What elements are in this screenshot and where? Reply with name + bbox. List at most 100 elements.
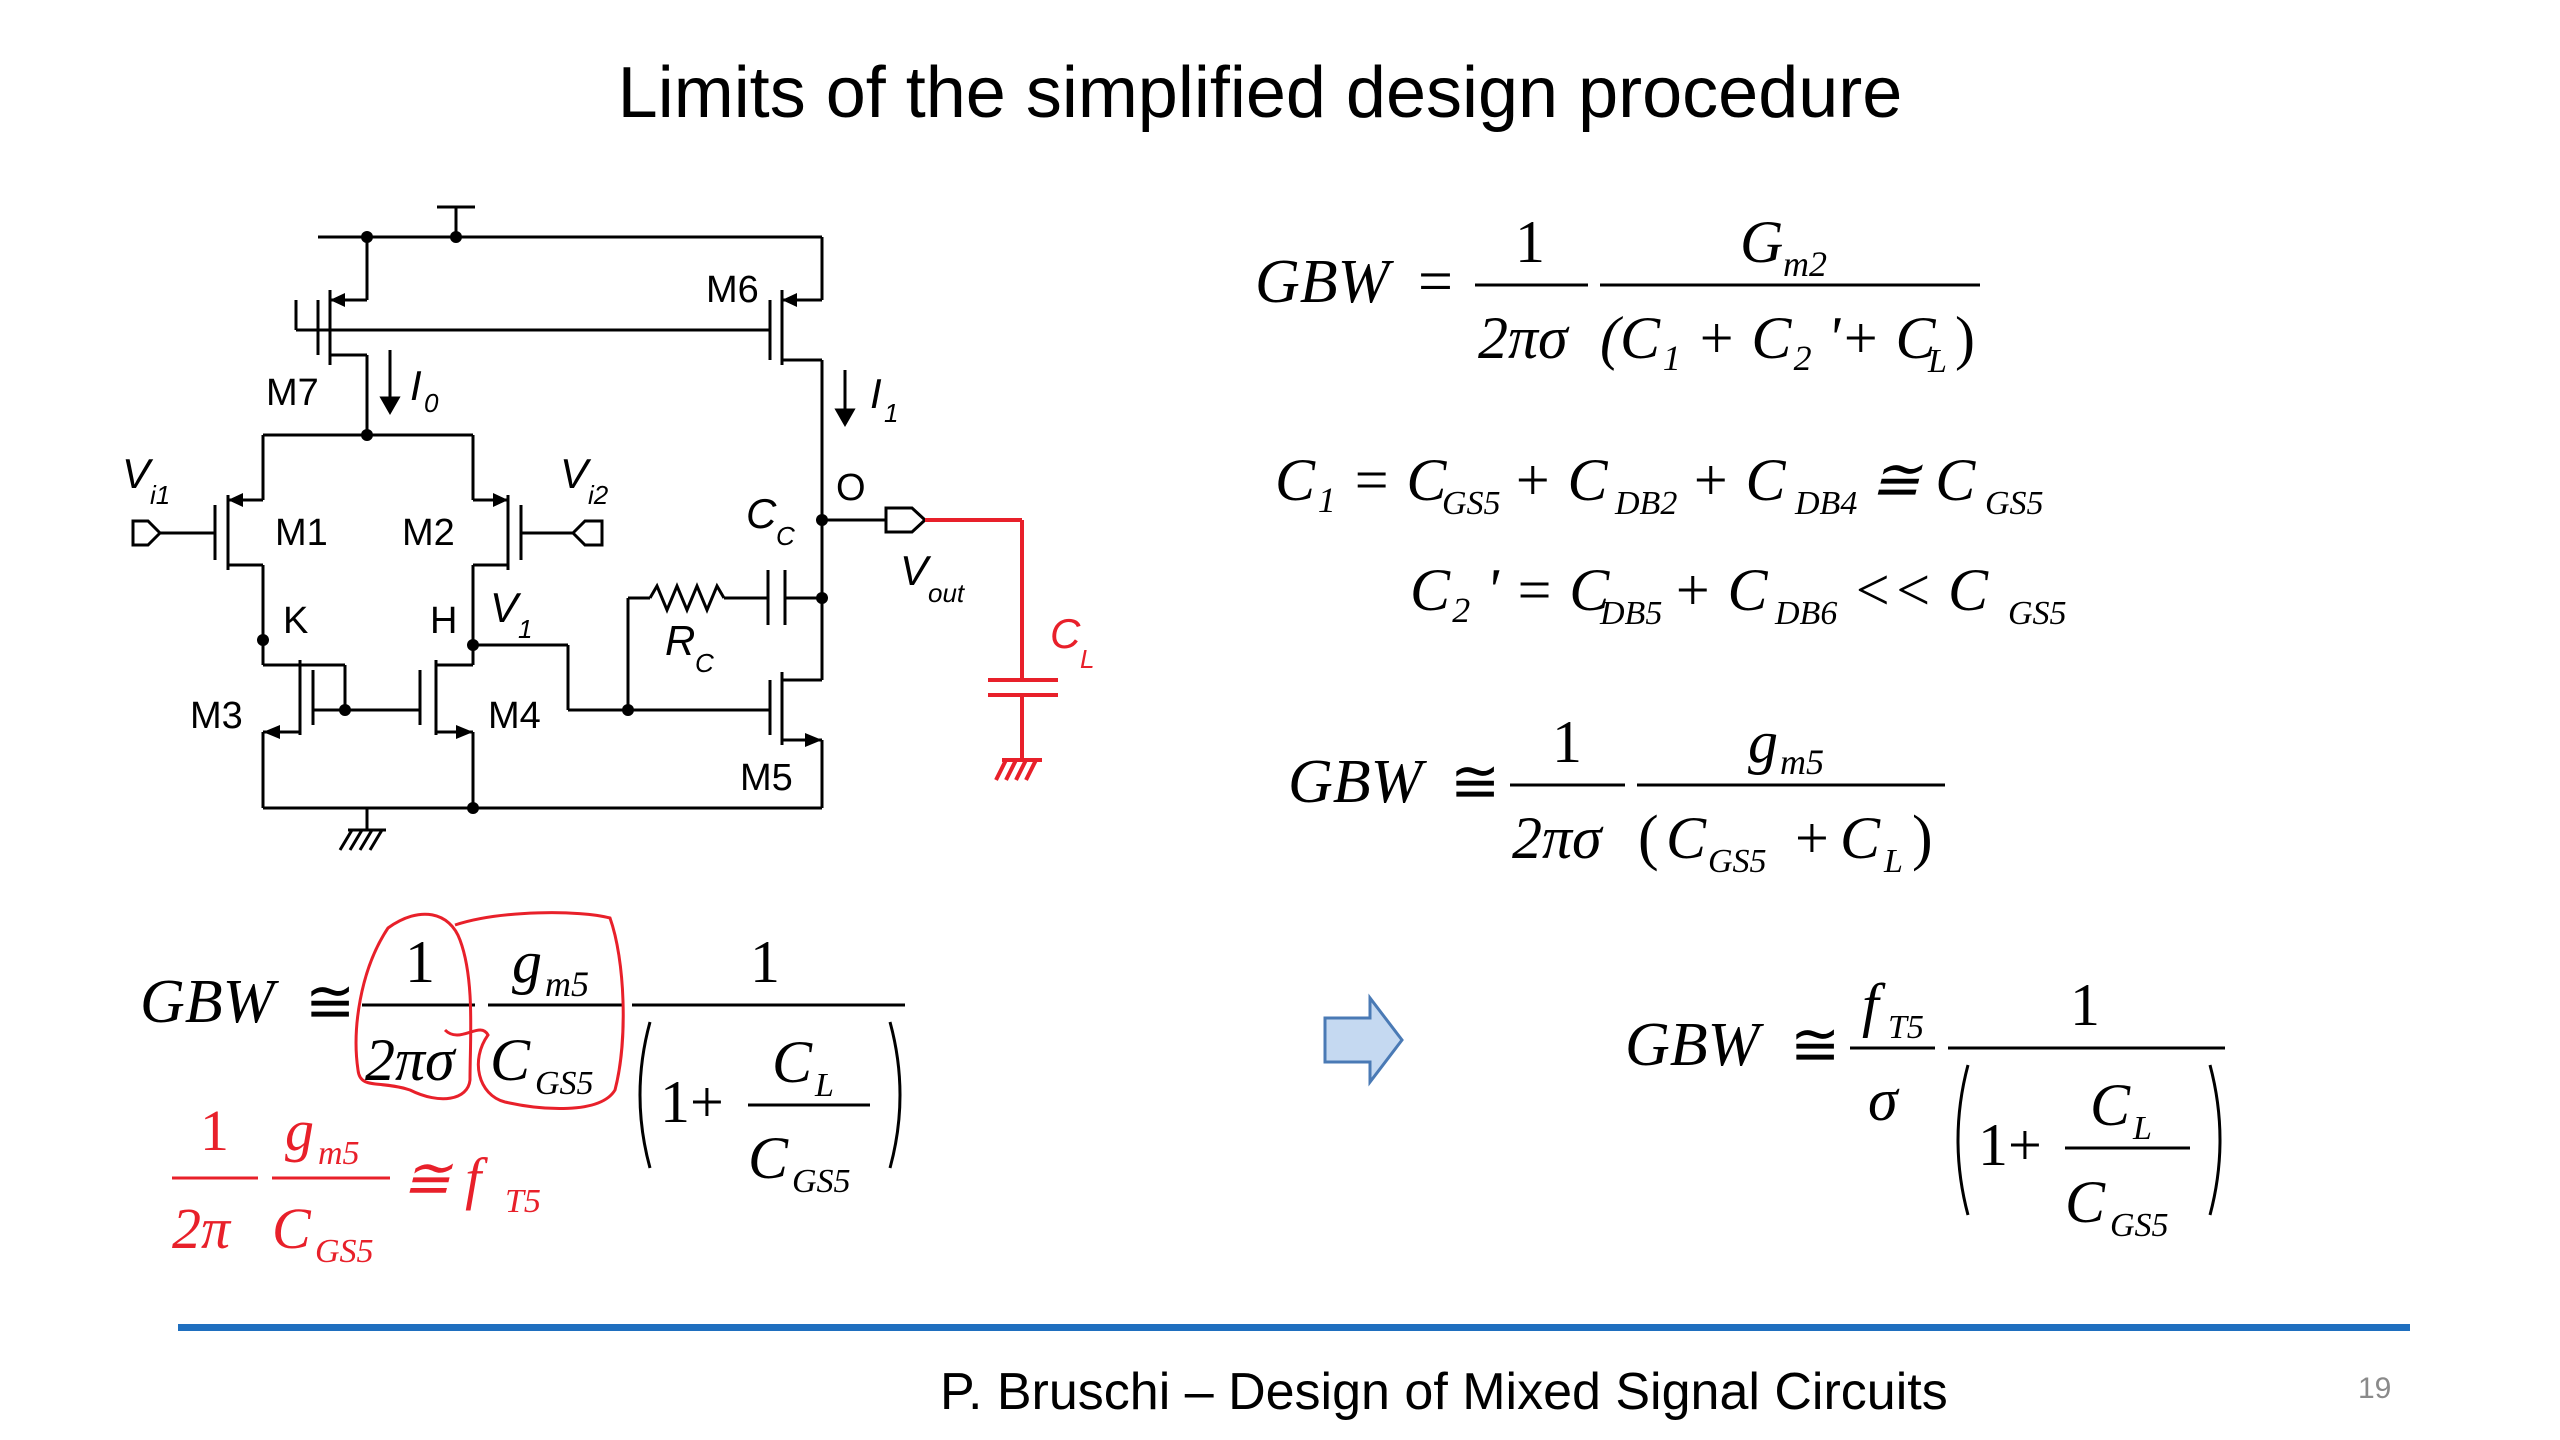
eq1-equals: = bbox=[1418, 248, 1453, 316]
equation-gbw-general: GBW = 1 2πσ G m2 (C₁ + C₂ '+ C L ) bbox=[1255, 209, 1980, 380]
ft-c: C bbox=[272, 1196, 312, 1261]
circuit-labels: M7 M6 M1 M2 M3 M4 M5 K H O bbox=[190, 269, 866, 799]
eq4-2pisigma: 2πσ bbox=[1512, 805, 1604, 871]
equation-c1: C₁ = C GS5 + C DB2 + C DB4 ≅ C GS5 bbox=[1275, 447, 2044, 522]
label-node-h: H bbox=[430, 600, 457, 642]
label-cc-sub: C bbox=[776, 521, 795, 551]
circuit-italic-labels: I 0 I 1 V i1 V i2 V 1 V out C C R C C L bbox=[122, 362, 1094, 678]
eq6-cl: C bbox=[2090, 1072, 2131, 1138]
eq6-t5: T5 bbox=[1888, 1009, 1924, 1046]
eq2-lhs: C₁ = C bbox=[1275, 447, 1447, 513]
eq5-one: 1 bbox=[405, 929, 435, 995]
label-m3: M3 bbox=[190, 695, 243, 737]
eq3-c: << C bbox=[1852, 557, 1989, 623]
eq1-2pisigma: 2πσ bbox=[1478, 305, 1570, 371]
ft-m5: m5 bbox=[318, 1135, 360, 1172]
eq4-c: C bbox=[1666, 805, 1707, 871]
eq5-m5: m5 bbox=[545, 964, 589, 1004]
eq3-a-sub: DB5 bbox=[1599, 595, 1662, 632]
eq1-denominator-end: ) bbox=[1955, 305, 1975, 371]
eq5-cgs: C bbox=[748, 1125, 789, 1191]
right-arrow-icon bbox=[1323, 993, 1404, 1087]
page-number: 19 bbox=[2358, 1372, 2392, 1405]
eq5-gs5: GS5 bbox=[535, 1065, 594, 1102]
label-vi1: V bbox=[122, 450, 154, 497]
label-cl: C bbox=[1050, 610, 1081, 657]
ft-t5: T5 bbox=[505, 1183, 541, 1220]
label-vout: V bbox=[900, 547, 932, 594]
ft-g: g bbox=[285, 1098, 314, 1163]
eq5-cgs-sub: GS5 bbox=[792, 1163, 851, 1200]
label-v1-sub: 1 bbox=[518, 614, 532, 644]
eq2-b: + C bbox=[1512, 447, 1608, 513]
eq6-cl-sub: L bbox=[2132, 1110, 2152, 1147]
junction-dots bbox=[257, 231, 828, 814]
label-i0: I bbox=[410, 362, 422, 409]
eq4-m5: m5 bbox=[1780, 742, 1824, 782]
label-node-o: O bbox=[836, 467, 866, 509]
label-cl-sub: L bbox=[1080, 644, 1094, 674]
label-m7: M7 bbox=[266, 372, 319, 414]
eq5-g: g bbox=[512, 929, 542, 995]
eq5-2pisigma: 2πσ bbox=[365, 1027, 457, 1093]
load-capacitor bbox=[925, 518, 1058, 781]
eq5-gbw: GBW bbox=[140, 968, 280, 1036]
eq3-c-sub: GS5 bbox=[2008, 595, 2067, 632]
label-m5: M5 bbox=[740, 757, 793, 799]
eq6-approx: ≅ bbox=[1790, 1012, 1840, 1078]
eq6-cgs: C bbox=[2065, 1169, 2106, 1235]
equation-ft-definition: 1 2π g m5 C GS5 ≅ f T5 bbox=[172, 1098, 541, 1270]
eq4-lparen: ( bbox=[1638, 804, 1659, 872]
eq2-c-sub: DB4 bbox=[1794, 485, 1857, 522]
label-m6: M6 bbox=[706, 269, 759, 311]
label-node-k: K bbox=[283, 600, 308, 642]
eq4-gs5: GS5 bbox=[1708, 843, 1767, 880]
eq4-one: 1 bbox=[1552, 709, 1582, 775]
eq6-one: 1 bbox=[2070, 972, 2100, 1038]
slide-title: Limits of the simplified design procedur… bbox=[617, 53, 1903, 133]
label-vi2-sub: i2 bbox=[588, 480, 609, 510]
label-m1: M1 bbox=[275, 512, 328, 554]
eq5-one-b: 1 bbox=[750, 929, 780, 995]
eq2-a-sub: GS5 bbox=[1442, 485, 1501, 522]
eq2-d: ≅ C bbox=[1870, 447, 1976, 513]
eq6-sigma: σ bbox=[1868, 1067, 1900, 1133]
label-rc-sub: C bbox=[695, 648, 714, 678]
footer-text: P. Bruschi – Design of Mixed Signal Circ… bbox=[940, 1363, 1948, 1421]
ft-approx: ≅ f bbox=[402, 1146, 488, 1211]
eq5-cl: C bbox=[772, 1029, 813, 1095]
eq4-rparen: ) bbox=[1912, 804, 1933, 872]
eq5-cl-sub: L bbox=[814, 1067, 834, 1104]
transistor-arrows bbox=[228, 293, 822, 747]
eq3-b-sub: DB6 bbox=[1774, 595, 1837, 632]
ft-one: 1 bbox=[200, 1098, 229, 1163]
eq6-f: f bbox=[1862, 972, 1886, 1038]
eq4-g: g bbox=[1748, 709, 1778, 775]
label-i0-sub: 0 bbox=[424, 388, 439, 418]
current-arrows bbox=[379, 350, 856, 428]
label-m4: M4 bbox=[488, 695, 541, 737]
eq4-l: L bbox=[1883, 843, 1903, 880]
label-rc: R bbox=[665, 617, 695, 664]
label-vout-sub: out bbox=[928, 578, 966, 608]
label-v1: V bbox=[490, 584, 522, 631]
eq4-c2: C bbox=[1840, 805, 1881, 871]
eq2-c: + C bbox=[1690, 447, 1786, 513]
circuit-schematic bbox=[131, 205, 928, 851]
equation-gbw-cgs5: GBW ≅ 1 2πσ g m5 ( C GS5 + C L ) bbox=[1288, 709, 1945, 880]
label-i1: I bbox=[870, 370, 882, 417]
footer-rule bbox=[178, 1324, 2410, 1331]
eq5-one-plus: 1+ bbox=[660, 1069, 724, 1135]
label-vi1-sub: i1 bbox=[150, 480, 170, 510]
eq1-numerator: G bbox=[1740, 209, 1783, 275]
label-i1-sub: 1 bbox=[884, 398, 898, 428]
eq2-d-sub: GS5 bbox=[1985, 485, 2044, 522]
eq6-gbw: GBW bbox=[1625, 1011, 1765, 1079]
eq6-cgs-sub: GS5 bbox=[2110, 1207, 2169, 1244]
label-vi2: V bbox=[560, 450, 592, 497]
ft-2pi: 2π bbox=[172, 1196, 232, 1261]
ft-gs5: GS5 bbox=[315, 1233, 374, 1270]
eq5-c: C bbox=[490, 1027, 531, 1093]
